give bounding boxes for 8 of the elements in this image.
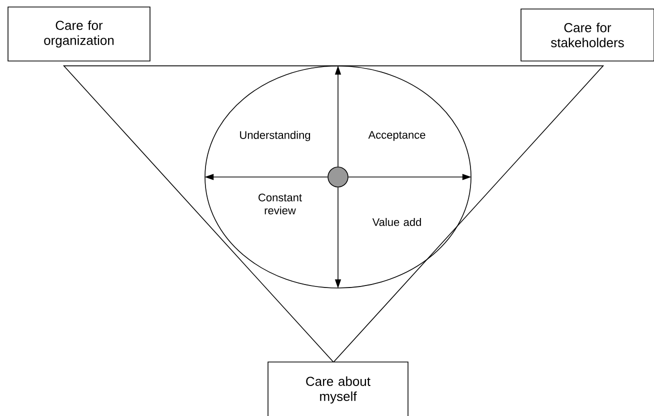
text-box: Care for organization [8, 6, 150, 62]
text-box: Care for stakeholders [520, 8, 654, 62]
quadrant-label: Understanding [240, 130, 310, 142]
quadrant-label: Constant review [258, 194, 302, 214]
center-dot [328, 166, 348, 188]
quadrant-label: Value add [372, 218, 421, 226]
quadrant-label: Acceptance [368, 131, 426, 141]
text-box: Care about myself [268, 362, 408, 416]
